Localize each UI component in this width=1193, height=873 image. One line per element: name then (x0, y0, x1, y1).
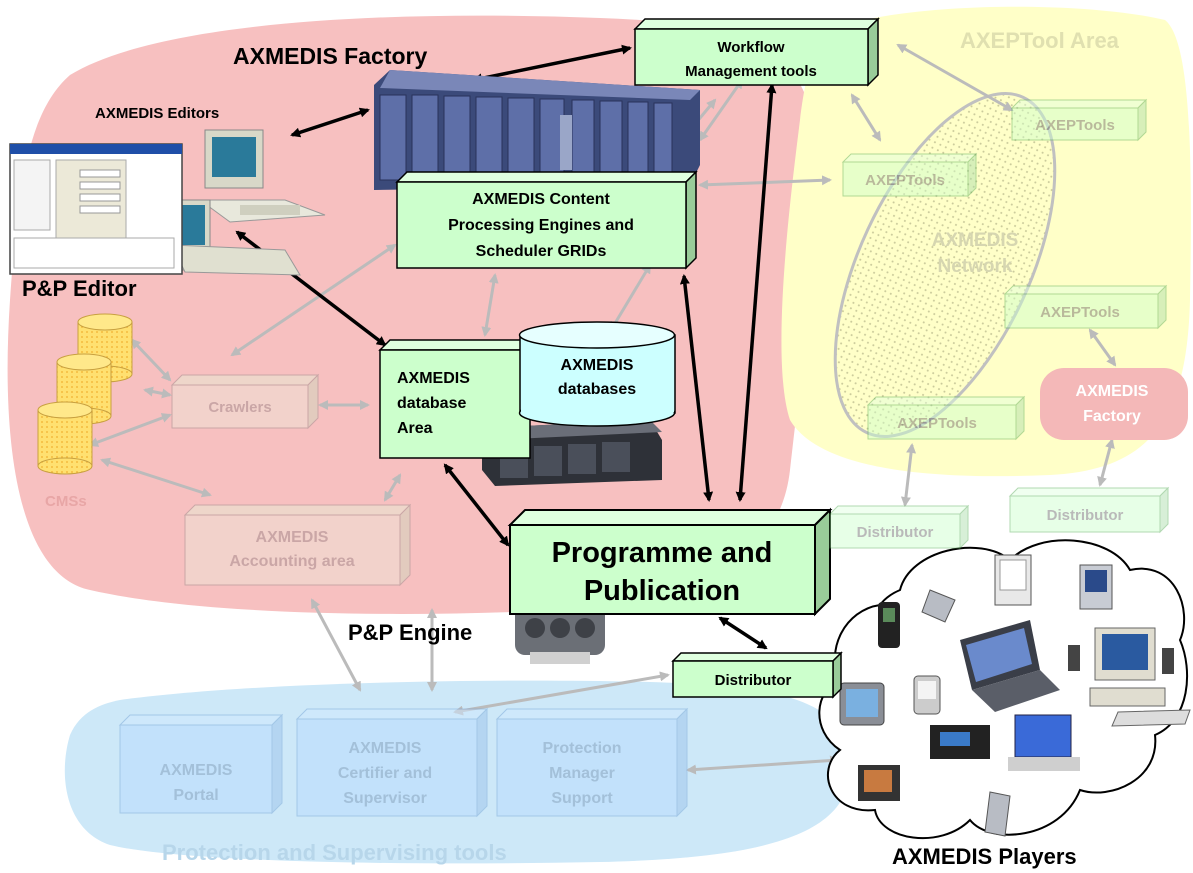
factory-title: AXMEDIS Factory (233, 43, 427, 69)
network-ellipse (833, 92, 1057, 438)
editor-workstation-image (9, 129, 326, 276)
content-processing-engines-box[interactable]: AXMEDIS Content Processing Engines and S… (395, 170, 698, 270)
device-pda-2 (1079, 564, 1113, 610)
crawlers-label: Crawlers (208, 399, 271, 416)
pp-line-1: Programme and (552, 537, 773, 569)
pp-engine-label: P&P Engine (348, 620, 472, 645)
crawlers-box[interactable]: Crawlers (170, 373, 320, 430)
cms-cylinder-3 (37, 401, 93, 475)
faded-connectors (88, 43, 1117, 775)
pp-editor-label: P&P Editor (22, 276, 137, 301)
databases-line-2: databases (558, 381, 636, 398)
accounting-area-box[interactable]: AXMEDIS Accounting area (183, 503, 412, 587)
db-area-line-2: database (397, 395, 466, 412)
database-area-box[interactable]: AXMEDIS database Area (378, 339, 542, 459)
device-speakers (1068, 645, 1174, 674)
device-laptop (960, 620, 1060, 712)
axeptools-box-3[interactable]: AXEPTools (1003, 284, 1168, 330)
axmedis-databases-cylinder[interactable]: AXMEDIS databases (518, 321, 676, 427)
axeptools-label-3: AXEPTools (1040, 304, 1120, 321)
players-label: AXMEDIS Players (892, 844, 1077, 869)
device-car-stereo (930, 725, 990, 759)
workflow-line-1: Workflow (717, 39, 785, 56)
axmedis-portal-box[interactable]: AXMEDIS Portal (118, 713, 284, 815)
certifier-line-1: AXMEDIS (349, 740, 422, 757)
manager-line-3: Support (551, 790, 613, 807)
device-handheld (858, 765, 900, 801)
device-phone-flip-2 (984, 791, 1011, 837)
axeptool-area-title: AXEPTool Area (960, 28, 1120, 53)
network-line-1: AXMEDIS (932, 230, 1019, 251)
pp-line-2: Publication (584, 575, 740, 607)
device-phone-1 (878, 602, 900, 648)
engines-line-3: Scheduler GRIDs (476, 243, 607, 260)
portal-line-2: Portal (173, 787, 218, 804)
axeptools-label-2: AXEPTools (865, 172, 945, 189)
databases-line-1: AXMEDIS (561, 357, 634, 374)
protection-title: Protection and Supervising tools (162, 840, 507, 865)
accounting-line-2: Accounting area (229, 553, 354, 570)
db-area-line-3: Area (397, 420, 433, 437)
distributor-box-1[interactable]: Distributor (828, 504, 970, 550)
cms-label: CMSs (45, 493, 87, 510)
factory2-line-1: AXMEDIS (1076, 383, 1149, 400)
workflow-management-box[interactable]: Workflow Management tools (633, 17, 880, 87)
network-line-2: Network (938, 256, 1013, 277)
axeptools-label-1: AXEPTools (1035, 117, 1115, 134)
certifier-line-2: Certifier and (338, 765, 432, 782)
distributor-main-box[interactable]: Distributor (671, 651, 843, 699)
protection-manager-box[interactable]: Protection Manager Support (495, 707, 689, 818)
device-phone-flip-1 (921, 589, 956, 623)
axmedis-factory-secondary[interactable]: AXMEDIS Factory (1040, 368, 1188, 440)
distributor-box-2[interactable]: Distributor (1008, 486, 1170, 534)
axeptools-label-4: AXEPTools (897, 415, 977, 432)
cms-databases (37, 313, 133, 475)
db-area-line-1: AXMEDIS (397, 370, 470, 387)
editors-label: AXMEDIS Editors (95, 105, 219, 122)
device-tablet (839, 682, 885, 726)
server-rack-image (374, 70, 700, 190)
accounting-line-1: AXMEDIS (256, 529, 329, 546)
axeptools-box-4[interactable]: AXEPTools (866, 395, 1026, 441)
factory2-line-2: Factory (1083, 408, 1141, 425)
programme-and-publication-box[interactable]: Programme and Publication (507, 507, 833, 617)
manager-line-2: Manager (549, 765, 615, 782)
engines-line-1: AXMEDIS Content (472, 191, 610, 208)
device-pda-3 (913, 675, 941, 715)
engines-line-2: Processing Engines and (448, 217, 634, 234)
portal-line-1: AXMEDIS (160, 762, 233, 779)
axeptools-box-1[interactable]: AXEPTools (1010, 98, 1148, 142)
axeptool-faded-boxes: AXEPTools AXEPTools AXEPTools AXEPTools … (828, 98, 1170, 550)
axeptools-box-2[interactable]: AXEPTools (841, 152, 978, 198)
manager-line-1: Protection (542, 740, 621, 757)
distributor-label-1: Distributor (857, 524, 934, 541)
workflow-line-2: Management tools (685, 63, 817, 80)
certifier-line-3: Supervisor (343, 790, 427, 807)
distributor-label-2: Distributor (1047, 507, 1124, 524)
device-desktop (1089, 627, 1191, 727)
device-pc-blue (1008, 714, 1080, 771)
player-devices (839, 554, 1191, 837)
protection-boxes: AXMEDIS Portal AXMEDIS Certifier and Sup… (118, 707, 689, 818)
distributor-main-label: Distributor (715, 672, 792, 689)
certifier-supervisor-box[interactable]: AXMEDIS Certifier and Supervisor (295, 707, 489, 818)
device-pda-1 (994, 554, 1032, 606)
